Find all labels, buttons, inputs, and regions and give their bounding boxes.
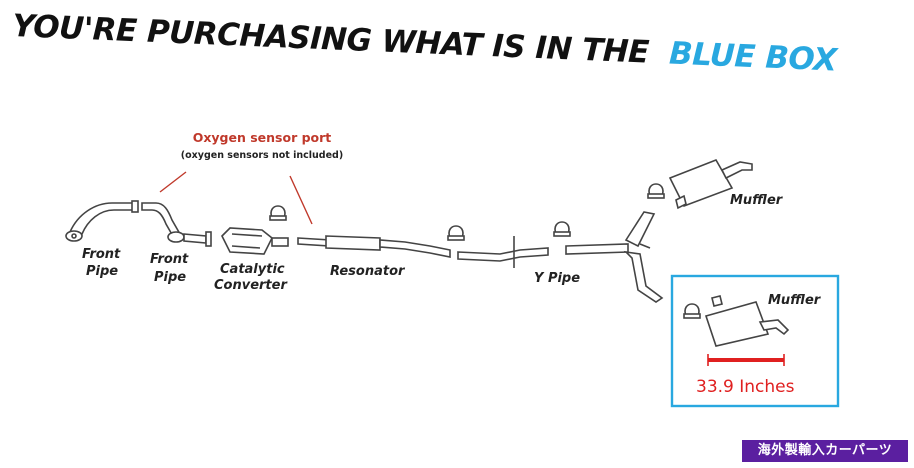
mid-pipe [457, 236, 549, 268]
headline-accent: BLUE BOX [668, 36, 840, 79]
sensor-pointer-right [289, 175, 313, 225]
top-muffler [668, 159, 753, 210]
svg-text:Pipe: Pipe [154, 270, 186, 285]
top-muffler-label: Muffler [730, 193, 784, 208]
blue-highlight-box [670, 274, 840, 408]
resonator [297, 235, 451, 258]
clamp-icon [447, 225, 465, 241]
sensor-note-label: (oxygen sensors not included) [181, 150, 343, 161]
svg-text:Front: Front [150, 252, 189, 267]
clamp-icon [647, 183, 665, 199]
box-muffler [704, 295, 790, 347]
import-parts-badge: 海外製輸入カーパーツ [742, 440, 908, 462]
resonator-label: Resonator [330, 264, 406, 279]
front-pipe-2 [141, 202, 212, 247]
svg-text:Catalytic: Catalytic [220, 262, 285, 277]
svg-text:Converter: Converter [214, 278, 288, 293]
measurement-label: 33.9 Inches [696, 377, 795, 397]
y-pipe-label: Y Pipe [534, 271, 580, 286]
sensor-pointer-left [159, 171, 187, 193]
clamp-icon [269, 205, 287, 221]
front-pipe-2-label: Front Pipe [150, 252, 189, 285]
catalytic-label: Catalytic Converter [214, 262, 288, 293]
box-muffler-label: Muffler [768, 293, 822, 308]
svg-text:Front: Front [82, 247, 121, 262]
y-pipe [565, 211, 664, 303]
svg-text:Pipe: Pipe [86, 264, 118, 279]
headline-svg: YOU'RE PURCHASING WHAT IS IN THE BLUE BO… [12, 8, 840, 79]
front-pipe-1-label: Front Pipe [82, 247, 121, 279]
sensor-port-label: Oxygen sensor port [193, 130, 332, 145]
clamp-icon [553, 221, 571, 237]
front-pipe-1 [65, 200, 139, 242]
clamp-icon [683, 303, 701, 319]
headline: YOU'RE PURCHASING WHAT IS IN THE BLUE BO… [12, 2, 912, 79]
measurement-line [707, 354, 785, 366]
catalytic-converter [221, 227, 289, 255]
